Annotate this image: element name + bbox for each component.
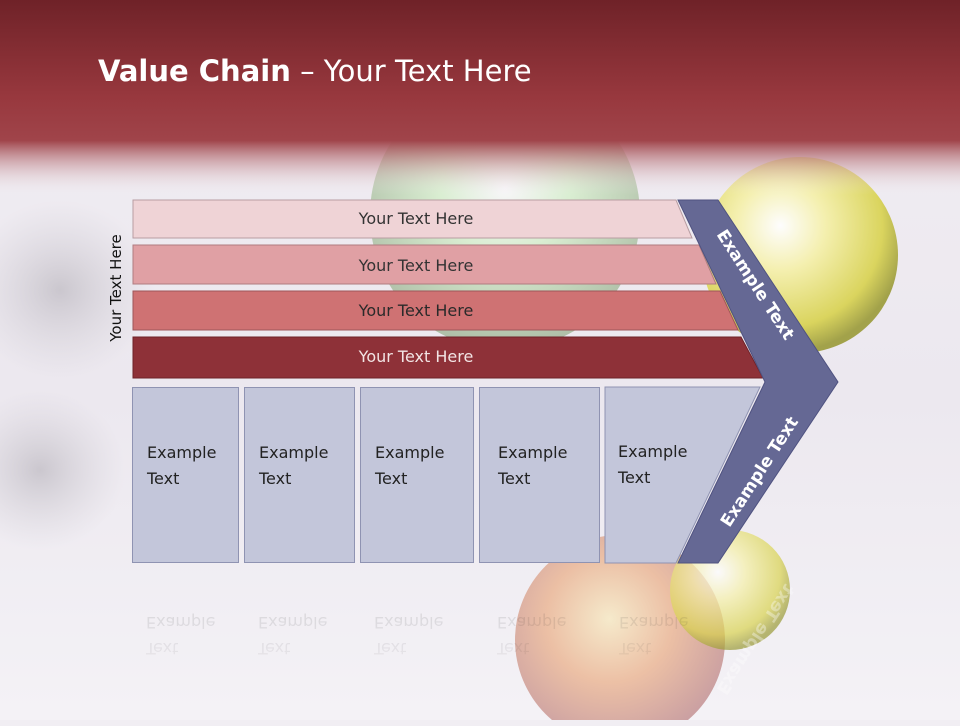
box-line: Text — [146, 639, 179, 658]
vertical-side-label: Your Text Here — [107, 234, 125, 342]
box-line: Example — [258, 613, 328, 632]
box-line: Example — [618, 442, 688, 461]
reflection-text: Text Example — [619, 609, 688, 661]
reflection-text: Text Example — [146, 609, 215, 661]
box-line: Text — [375, 469, 408, 488]
title-rest: – Your Text Here — [290, 54, 532, 88]
box-line: Text — [374, 639, 407, 658]
box-reflection: Text Example — [479, 563, 600, 713]
box-line: Example — [147, 443, 217, 462]
box-line: Example — [146, 613, 216, 632]
reflection-text: Text Example — [497, 609, 566, 661]
box-line: Text — [259, 469, 292, 488]
box-line: Example — [498, 443, 568, 462]
box-line: Text — [619, 639, 652, 658]
box-line: Example — [259, 443, 329, 462]
box-line: Text — [497, 639, 530, 658]
box-line: Example — [374, 613, 444, 632]
chevron-upper-label: Example Text — [711, 226, 799, 344]
band-label: Your Text Here — [358, 209, 474, 228]
band-label: Your Text Here — [358, 301, 474, 320]
chevron-arrow-shape — [677, 199, 839, 564]
reflection-text: Text Example — [374, 609, 443, 661]
box-line: Text — [258, 639, 291, 658]
box-line: Text — [147, 469, 180, 488]
band-label: Your Text Here — [358, 256, 474, 275]
box-line: Example — [619, 613, 689, 632]
box-line: Example — [497, 613, 567, 632]
slide-title: Value Chain – Your Text Here — [98, 54, 532, 88]
chevron-lower-label: Example Text — [716, 413, 804, 531]
box-line: Example — [375, 443, 445, 462]
title-bold-part: Value Chain — [98, 54, 291, 88]
box-reflection: Text Example — [360, 563, 474, 713]
box-line: Text — [618, 468, 651, 487]
box-line: Text — [498, 469, 531, 488]
box-reflection: Text Example — [132, 563, 239, 713]
band-label: Your Text Here — [358, 347, 474, 366]
box-reflection: Text Example — [244, 563, 355, 713]
reflection-text: Text Example — [258, 609, 327, 661]
